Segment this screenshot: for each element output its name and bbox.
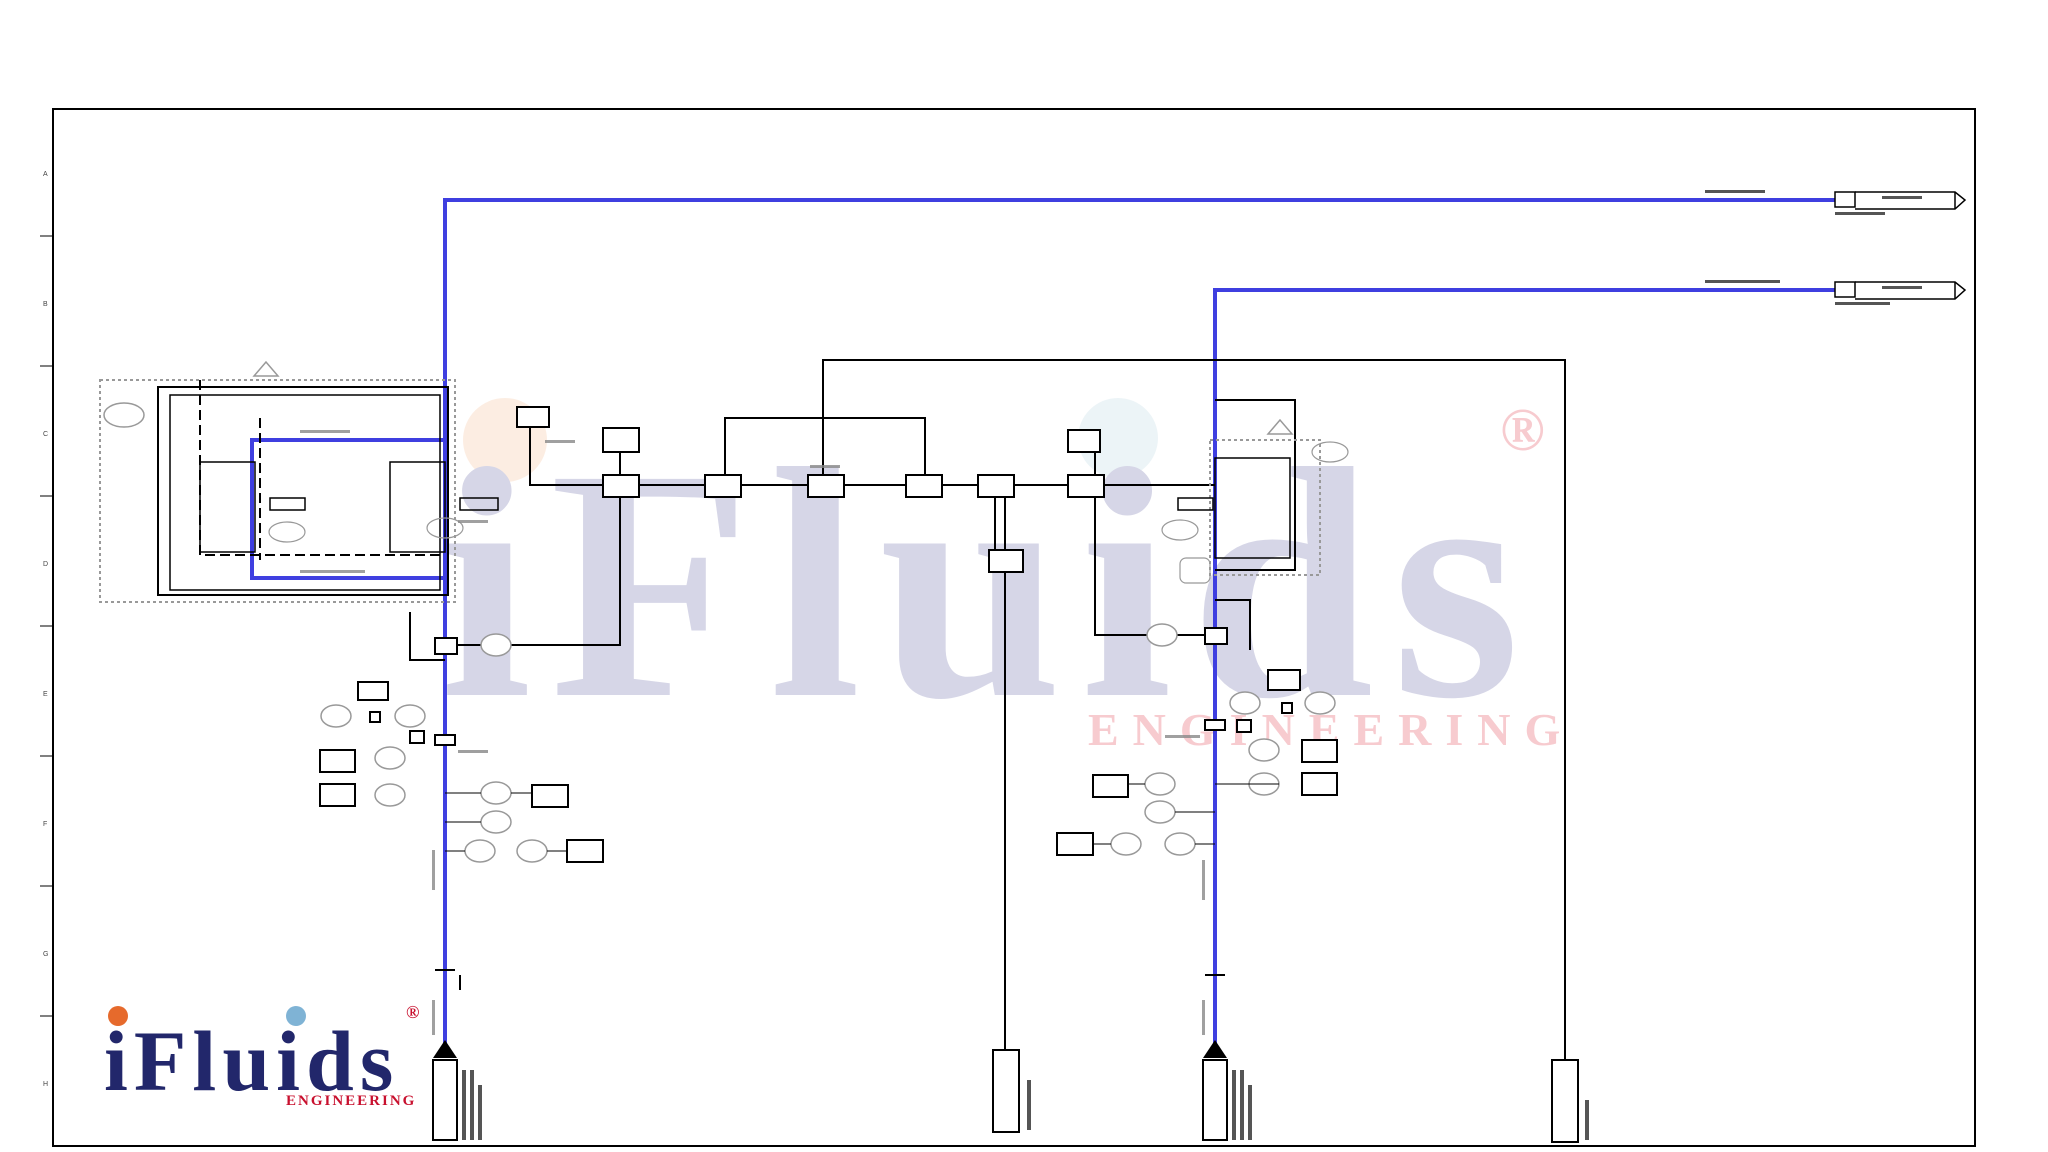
instrument-boxes <box>319 406 1338 863</box>
left-package-tag <box>103 402 145 428</box>
left-package-core <box>169 394 441 591</box>
row-marker-labels: A B C D E F G H <box>43 171 48 1088</box>
valve-right-mid <box>1204 719 1226 731</box>
row-marker-b: B <box>43 301 48 308</box>
valves <box>434 719 1226 990</box>
valve-left-mid <box>434 734 456 746</box>
logo-dot-orange <box>108 1006 128 1026</box>
ifluids-logo: iFluids ® ENGINEERING <box>104 1002 419 1109</box>
signal-lines-dashed <box>199 380 1566 1055</box>
right-package <box>1161 418 1349 584</box>
logo-registered-mark: ® <box>406 1002 419 1022</box>
logo-name: iFluids <box>104 1013 399 1109</box>
process-line-2 <box>1213 288 1835 1055</box>
process-lines <box>250 198 1835 1055</box>
left-package-triangle <box>252 360 280 377</box>
process-line-1 <box>443 198 1835 1055</box>
row-marker-a: A <box>43 171 48 178</box>
flow-arrows <box>433 1040 1227 1058</box>
watermark-bubble-right <box>1078 398 1158 478</box>
offsheet-smudges <box>1705 190 1922 305</box>
row-marker-e: E <box>43 691 48 698</box>
row-ticks <box>40 235 53 1017</box>
bubble-leaders <box>445 783 1279 852</box>
left-package-outer <box>99 379 456 603</box>
watermark-registered-mark: ® <box>1500 397 1545 463</box>
bottom-terminals <box>432 1049 1579 1143</box>
row-marker-d: D <box>43 561 48 568</box>
row-marker-g: G <box>43 951 48 958</box>
bypass-loop-left <box>250 438 445 580</box>
label-smudges <box>300 430 1205 1035</box>
row-marker-f: F <box>43 821 47 828</box>
drawing-frame <box>52 108 1976 1147</box>
logo-subtitle: ENGINEERING <box>286 1093 416 1109</box>
instrument-bubbles <box>320 623 1336 863</box>
row-marker-h: H <box>43 1081 48 1088</box>
terminal-labels <box>462 1070 1589 1140</box>
row-marker-c: C <box>43 431 48 438</box>
left-package <box>99 360 499 603</box>
left-package-inner <box>157 386 449 596</box>
logo-dot-blue <box>286 1006 306 1026</box>
offsheet-connectors <box>1834 191 1967 300</box>
